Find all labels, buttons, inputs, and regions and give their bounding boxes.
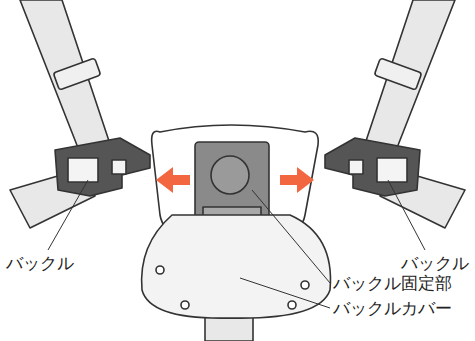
pull-arrow xyxy=(280,167,314,193)
right-buckle xyxy=(325,138,420,196)
cover-hole xyxy=(288,301,296,309)
leader-line xyxy=(388,180,425,250)
buckle-cover xyxy=(142,215,331,318)
leader-line xyxy=(240,278,330,308)
part-label: バックル xyxy=(6,254,74,273)
right-buckle-slot xyxy=(349,160,363,174)
release-button xyxy=(211,156,249,194)
left-adjuster xyxy=(53,58,101,90)
part-label: バックルカバー xyxy=(333,299,452,318)
cover-hole xyxy=(301,281,309,289)
right-adjuster xyxy=(374,58,422,90)
leader-line xyxy=(252,190,330,283)
left-buckle xyxy=(55,138,150,196)
cover-hole xyxy=(181,301,189,309)
part-label: バックル固定部 xyxy=(333,274,452,293)
left-buckle-slot xyxy=(112,160,126,174)
pull-arrow xyxy=(156,167,190,193)
cover-hole xyxy=(156,266,164,274)
right-strap xyxy=(363,0,455,158)
part-label: バックル xyxy=(401,254,469,273)
left-buckle-window xyxy=(68,158,98,182)
leader-line xyxy=(48,180,88,250)
right-buckle-window xyxy=(377,158,407,182)
left-strap xyxy=(20,0,112,158)
